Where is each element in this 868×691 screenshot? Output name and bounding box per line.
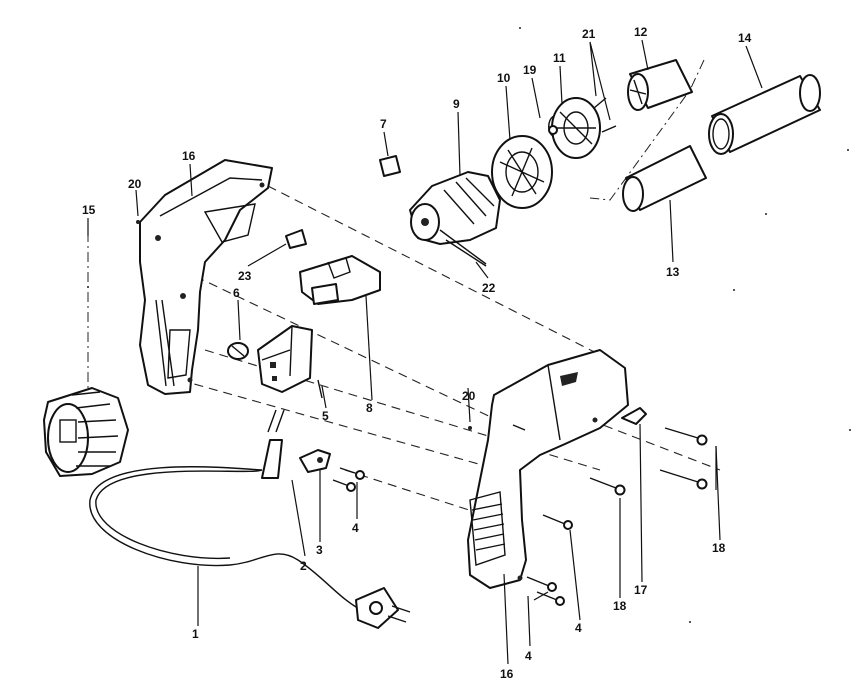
callout-12: 12	[634, 25, 648, 39]
callout-23: 23	[238, 269, 252, 283]
heating-element	[627, 59, 693, 111]
callout-4: 4	[525, 649, 532, 663]
switch	[257, 325, 323, 399]
callout-4: 4	[352, 521, 359, 535]
callout-2: 2	[300, 559, 307, 573]
callout-18: 18	[613, 599, 627, 613]
housing-half-right	[467, 349, 629, 589]
callout-19: 19	[523, 63, 537, 77]
power-cable	[89, 409, 411, 629]
cable-clamp	[299, 449, 331, 473]
pins	[136, 220, 472, 430]
callout-10: 10	[497, 71, 511, 85]
housing-half-left	[139, 159, 273, 395]
callout-13: 13	[666, 265, 680, 279]
callout-9: 9	[453, 97, 460, 111]
screws-long	[589, 427, 708, 496]
callout-14: 14	[738, 31, 752, 45]
switch-button	[227, 342, 249, 360]
callout-21: 21	[582, 27, 596, 41]
callout-15: 15	[82, 203, 96, 217]
wire	[445, 239, 487, 267]
callout-16: 16	[500, 667, 514, 681]
leader-lines	[87, 39, 763, 665]
callout-7: 7	[380, 117, 387, 131]
clip	[621, 407, 647, 425]
callout-labels: 1 2 3 4 5 6 7 8 9 10 19 11 21 12 14 13 1…	[82, 25, 752, 681]
fan-impeller	[491, 135, 553, 209]
element-carrier	[548, 97, 601, 159]
callout-22: 22	[482, 281, 496, 295]
air-intake-ring	[43, 387, 129, 477]
callout-1: 1	[192, 627, 199, 641]
callout-3: 3	[316, 543, 323, 557]
callout-20: 20	[462, 389, 476, 403]
callout-17: 17	[634, 583, 648, 597]
outer-tube	[708, 74, 821, 155]
scan-specks	[87, 27, 851, 623]
switch-bracket	[299, 255, 381, 305]
callout-20: 20	[128, 177, 142, 191]
callout-5: 5	[322, 409, 329, 423]
callout-6: 6	[233, 286, 240, 300]
callout-18: 18	[712, 541, 726, 555]
small-block	[285, 229, 307, 249]
callout-8: 8	[366, 401, 373, 415]
callout-16: 16	[182, 149, 196, 163]
callout-11: 11	[553, 51, 566, 65]
screws-small	[332, 467, 573, 606]
carrier-screws	[593, 97, 617, 133]
fan-motor	[409, 171, 501, 265]
callout-4: 4	[575, 621, 582, 635]
inner-tube	[622, 145, 707, 212]
small-bracket	[379, 155, 401, 177]
